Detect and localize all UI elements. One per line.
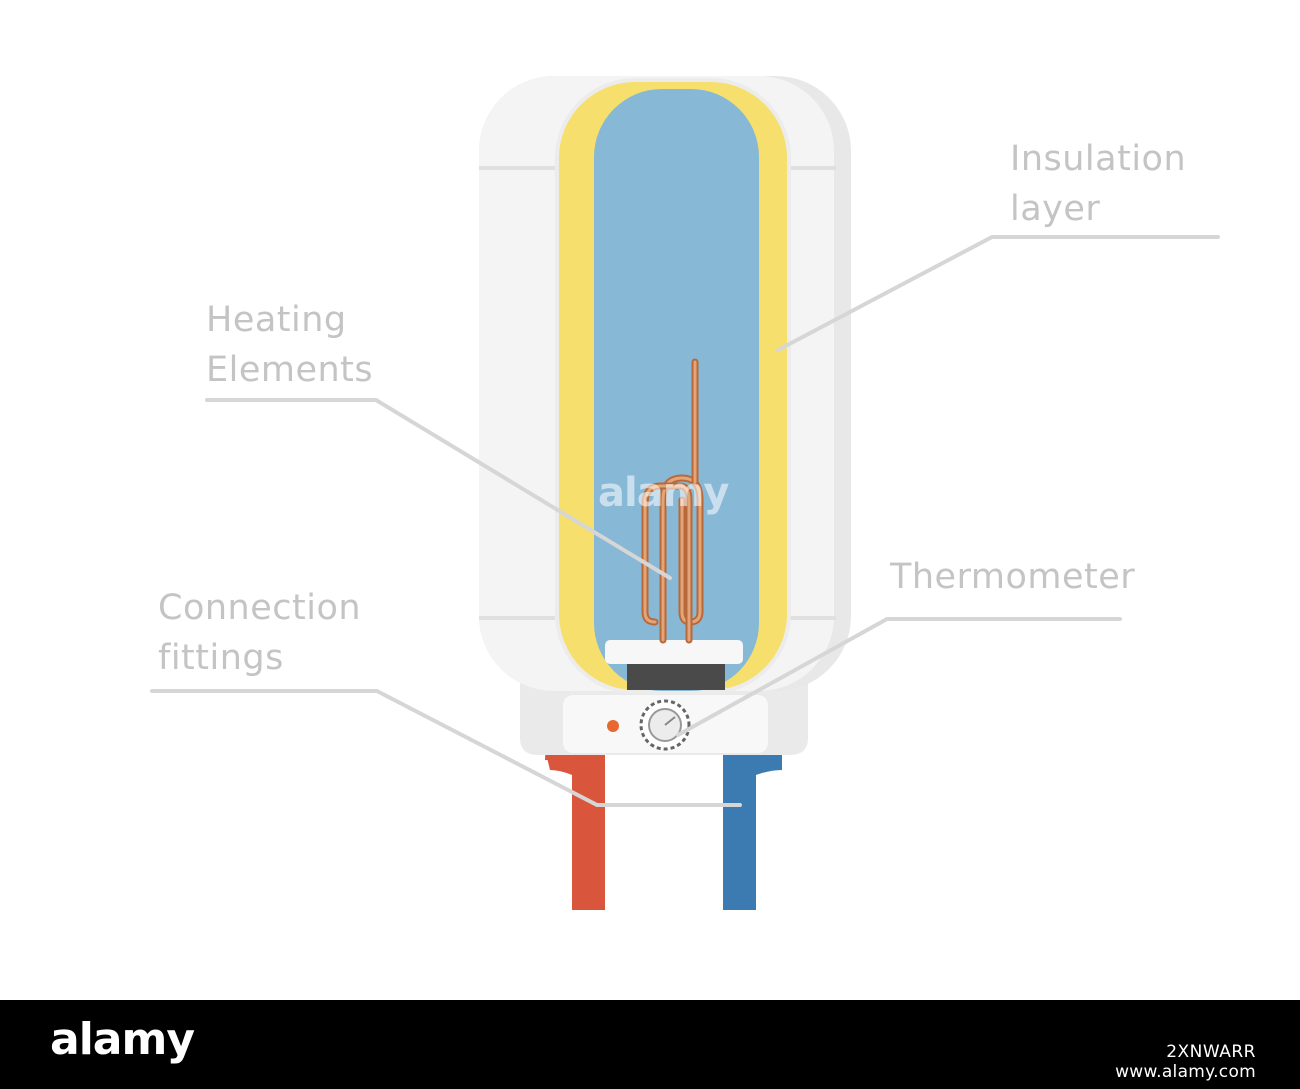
leader-lines [150,235,1220,807]
heating-label-line2: Elements [206,350,374,390]
water-inner-tank [594,89,759,691]
connection-fittings-label: Connection fittings [158,583,361,683]
heating-elements-label: Heating Elements [206,295,373,395]
hot-water-pipe [544,740,605,910]
connection-label-line1: Connection [158,588,362,628]
alamy-logo: alamy [50,1014,195,1065]
connection-leader [150,689,742,807]
heating-element-coil [641,358,704,644]
thermometer-leader [676,617,1122,737]
insulation-label-line2: layer [1010,189,1101,229]
watermark-text: alamy [598,470,729,516]
thermometer-label: Thermometer [890,552,1135,602]
cold-water-pipe [723,742,782,910]
stock-footer-bar: alamy 2XNWARR www.alamy.com [0,1000,1300,1089]
thermometer-label-line1: Thermometer [890,557,1136,597]
insulation-leader [776,235,1220,352]
connection-label-line2: fittings [158,638,284,678]
thermostat-dial [639,699,691,751]
image-id: 2XNWARR [1166,1042,1256,1062]
insulation-label-line1: Insulation [1010,139,1187,179]
heating-label-line1: Heating [206,300,347,340]
element-flange [605,640,743,690]
heating-leader [205,398,672,580]
site-url: www.alamy.com [1115,1062,1256,1082]
power-indicator-light [607,720,619,732]
insulation-label: Insulation layer [1010,134,1186,234]
water-heater-diagram [150,76,1220,910]
